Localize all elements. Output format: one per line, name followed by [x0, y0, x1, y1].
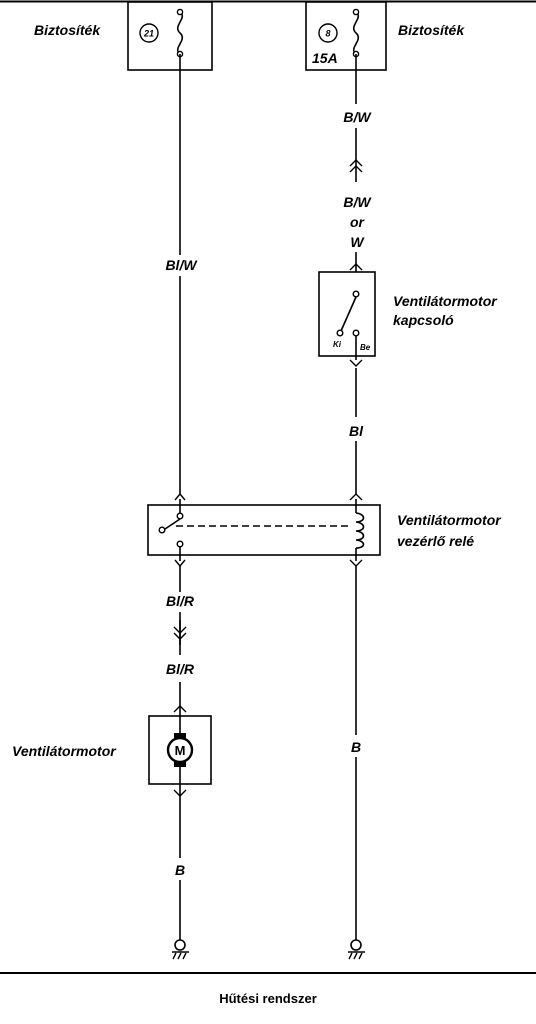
wire-label-right-mid: Bl — [349, 423, 364, 439]
motor-brush-bottom — [174, 762, 186, 767]
left-ground-icon — [172, 939, 189, 960]
fuse-8-rating: 15A — [312, 50, 338, 66]
fan-relay — [147, 493, 381, 567]
fuse-8-number: 8 — [325, 29, 330, 39]
switch-pos-off: Ki — [333, 340, 342, 349]
relay-coil-icon — [355, 512, 365, 549]
relay-label-line1: Ventilátormotor — [397, 512, 502, 528]
wire-label-right-top: B/W — [343, 109, 372, 125]
switch-label-line2: kapcsoló — [393, 312, 454, 328]
fuse-21: 21 — [127, 1, 213, 71]
right-ground-icon — [348, 939, 365, 960]
wire-label-right-alt-or: or — [350, 214, 366, 230]
fuse-8: 8 15A — [305, 1, 387, 71]
wire-label-left-mid-lower: Bl/R — [166, 661, 195, 677]
fan-switch: Ki Be — [318, 252, 376, 367]
left-relay-top-connector — [174, 492, 186, 501]
diagram-caption: Hűtési rendszer — [219, 991, 317, 1006]
right-mid-connector — [349, 159, 363, 173]
fuse-21-number: 21 — [143, 29, 154, 39]
wire-label-left-bottom: B — [175, 862, 185, 878]
wire-label-right-alt-1: B/W — [343, 194, 372, 210]
wire-label-left-top: Bl/W — [165, 257, 198, 273]
left-relay-bottom-connector — [174, 559, 186, 568]
motor-brush-top — [174, 733, 186, 738]
relay-label-line2: vezérlő relé — [397, 533, 474, 549]
left-mid-connector — [173, 620, 187, 645]
switch-label-line1: Ventilátormotor — [393, 293, 498, 309]
motor-label: Ventilátormotor — [12, 743, 117, 759]
switch-pos-on: Be — [360, 343, 371, 352]
fan-motor: M — [148, 705, 212, 797]
wire-label-left-mid-upper: Bl/R — [166, 593, 195, 609]
fuse-8-label: Biztosíték — [398, 22, 465, 38]
wire-label-right-alt-2: W — [350, 234, 365, 250]
motor-symbol: M — [175, 743, 186, 758]
wire-label-right-bottom: B — [351, 739, 361, 755]
fuse-21-label: Biztosíték — [34, 22, 101, 38]
